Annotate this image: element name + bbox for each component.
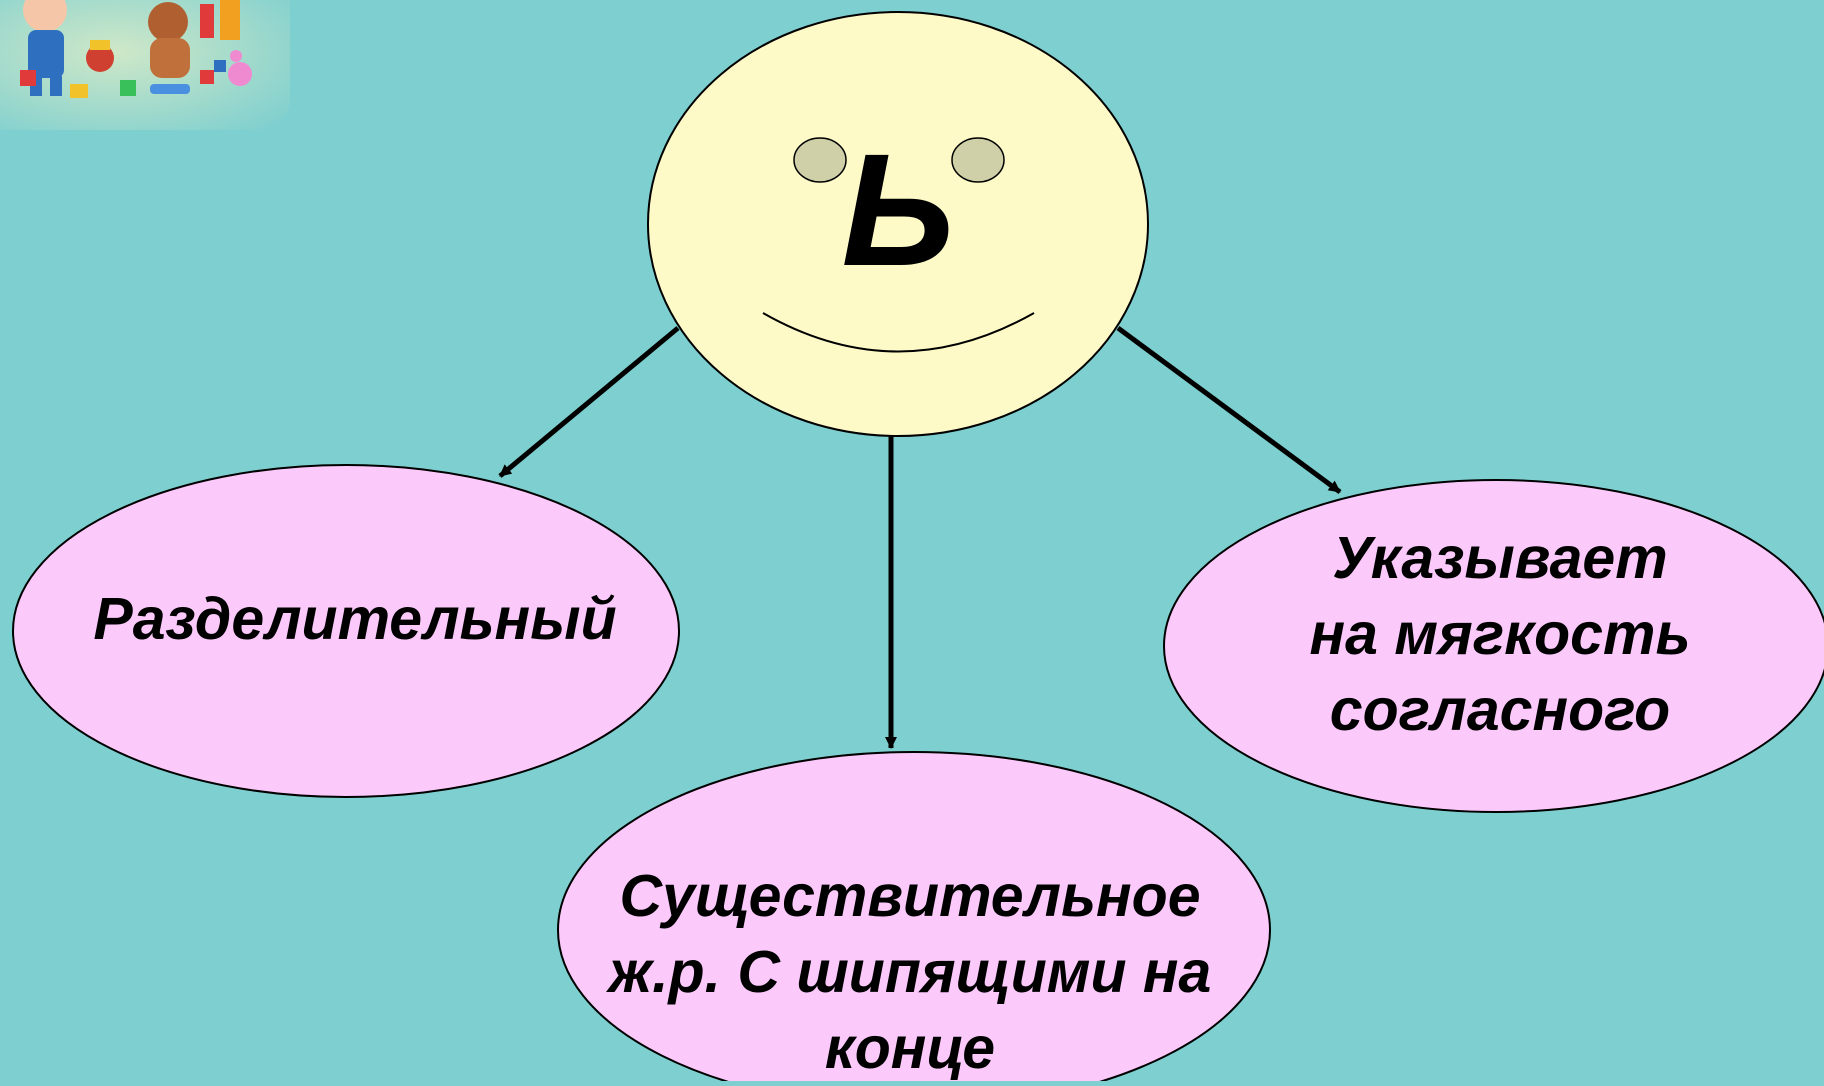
- smile-mouth: [762, 312, 1035, 353]
- bottom-node-line: конце: [824, 1015, 996, 1081]
- right-node-line: согласного: [1329, 677, 1671, 743]
- bottom-node: [557, 751, 1271, 1081]
- left-node-label: Разделительный: [60, 588, 650, 650]
- right-node: [1163, 479, 1824, 813]
- arrow-to-left-node: [498, 326, 680, 478]
- left-node: [12, 464, 680, 798]
- toys-picture: [0, 0, 290, 130]
- left-eye: [793, 137, 847, 183]
- bottom-node-label: Существительное ж.р. С шипящими на конце: [560, 858, 1260, 1086]
- right-eye: [951, 137, 1005, 183]
- right-node-label: Указывает на мягкость согласного: [1220, 520, 1780, 748]
- right-node-line: на мягкость: [1309, 601, 1691, 667]
- soft-sign-letter: Ь: [841, 120, 955, 299]
- bottom-node-line: ж.р. С шипящими на: [608, 939, 1212, 1005]
- right-node-line: Указывает: [1332, 525, 1668, 591]
- center-face: [647, 11, 1149, 437]
- left-node-line: Разделительный: [93, 586, 617, 652]
- arrow-to-right-node: [1116, 325, 1342, 495]
- bottom-node-line: Существительное: [619, 863, 1201, 929]
